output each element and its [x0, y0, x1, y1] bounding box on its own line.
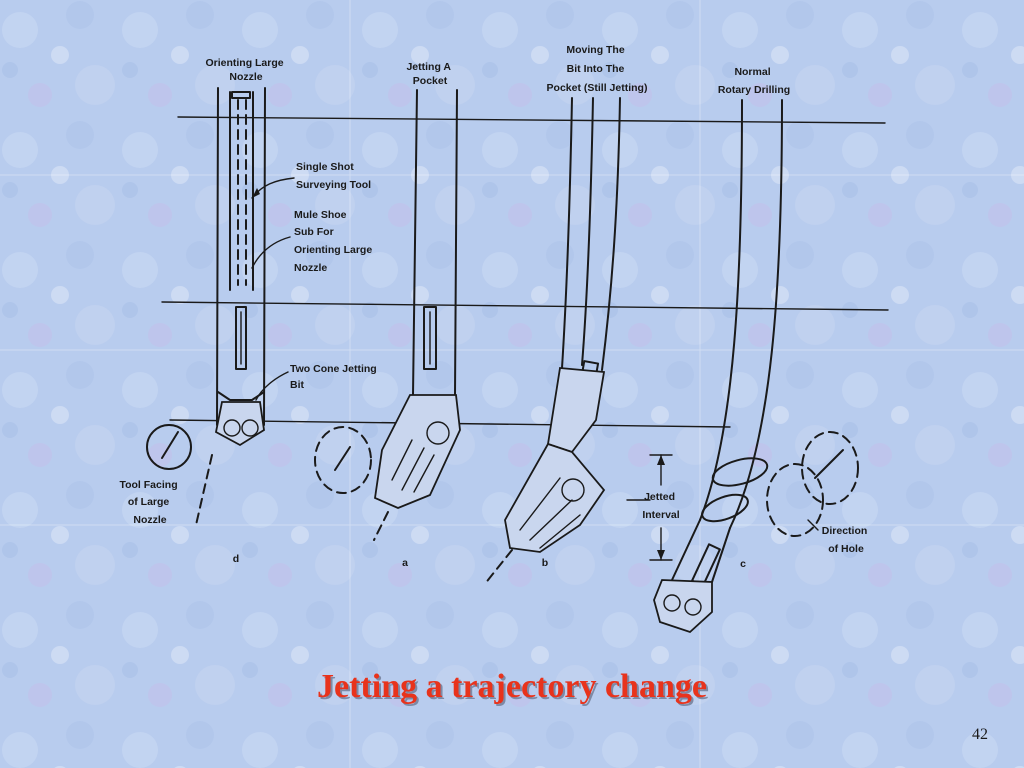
- stage-c-assembly: [653, 99, 783, 634]
- stage-b-letter: b: [542, 557, 548, 569]
- tool-facing-label: Tool Facing of Large Nozzle: [119, 479, 180, 526]
- jetted-interval-marker: [649, 454, 673, 561]
- direction-of-hole-outline: [766, 431, 859, 537]
- mule-shoe-label: Mule Shoe Sub For Orienting Large Nozzle: [294, 209, 375, 274]
- stage-d-letter: d: [233, 553, 239, 565]
- stage-b-heading: Moving The Bit Into The Pocket (Still Je…: [547, 44, 648, 94]
- stage-a-heading: Jetting A Pocket: [406, 61, 453, 87]
- direction-of-hole-label: Direction of Hole: [822, 525, 870, 555]
- page-number: 42: [972, 726, 988, 743]
- survey-tool-label: Single Shot Surveying Tool: [296, 161, 371, 191]
- stage-a-letter: a: [402, 557, 408, 569]
- stage-a-pocket-outline: [314, 426, 372, 494]
- jetted-interval-label: Jetted Interval: [642, 491, 679, 521]
- stage-a-assembly: [373, 89, 461, 541]
- stage-d-heading: Orienting Large Nozzle: [205, 57, 286, 83]
- stage-c-letter: c: [740, 558, 746, 570]
- slide-title: Jetting a trajectory change: [317, 668, 707, 705]
- callout-leaders: [251, 177, 819, 531]
- stage-c-heading: Normal Rotary Drilling: [718, 66, 790, 96]
- stage-b-assembly: [483, 97, 621, 586]
- tool-facing-indicator: [146, 424, 192, 470]
- formation-lines: [161, 116, 889, 428]
- jetting-bit-label: Two Cone Jetting Bit: [290, 363, 380, 391]
- stage-d-assembly: [195, 87, 266, 526]
